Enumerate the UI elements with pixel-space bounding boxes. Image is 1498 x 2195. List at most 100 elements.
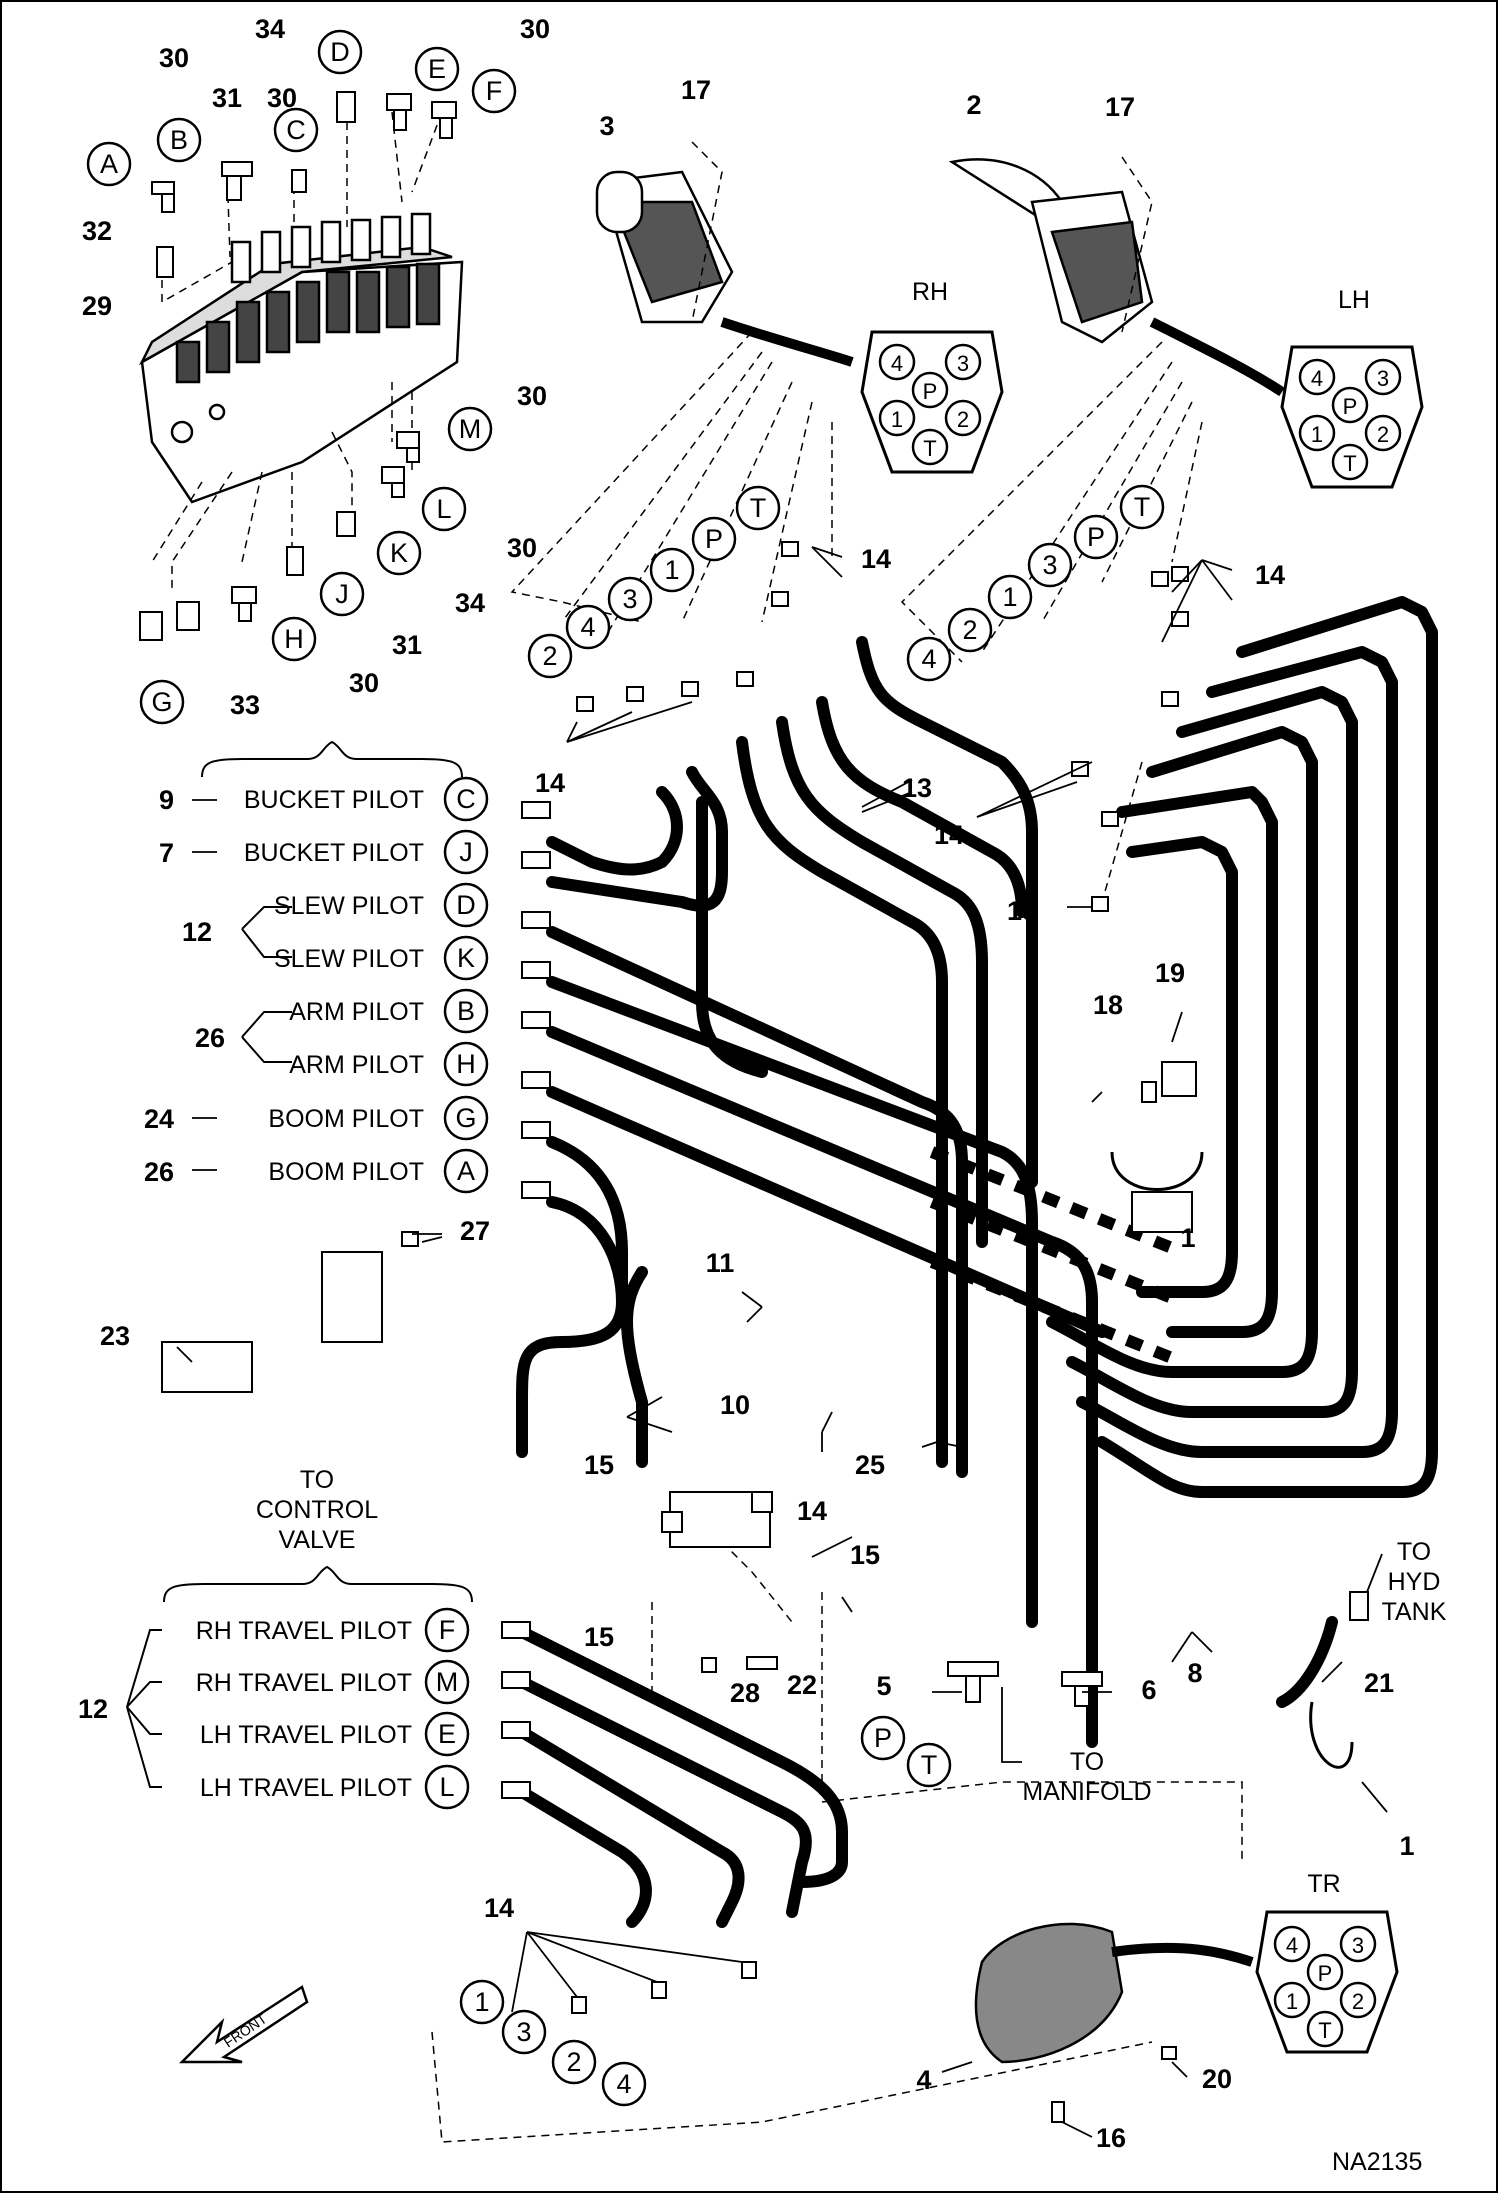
pilot-port-a-text: A: [457, 1156, 475, 1186]
rh-connector-pin-1-ring: [944, 343, 982, 381]
callout-n34a: 34: [255, 14, 285, 44]
travel-label-2: LH TRAVEL PILOT: [200, 1721, 412, 1749]
tr-connector-pin-1: 3: [1339, 1925, 1377, 1963]
valve-port-k: K: [376, 530, 422, 576]
lh-connector-pin-5: T: [1331, 443, 1369, 481]
rh-hose-port-4-ring: [691, 516, 737, 562]
pilot-label-6: BOOM PILOT: [268, 1105, 424, 1133]
rh-hose-port-1-ring: [565, 604, 611, 650]
tr-hose-port-0-text: 1: [474, 1987, 489, 2017]
fittings: [501, 801, 1103, 1799]
lh-hose-port-2: 1: [987, 574, 1033, 620]
callout-n14d: 14: [934, 820, 964, 850]
valve-port-h-ring: [271, 616, 317, 662]
lh-hose-port-3: 3: [1027, 542, 1073, 588]
rh-connector-pin-0: 4: [878, 343, 916, 381]
travel-port-f: F: [424, 1607, 470, 1653]
callout-n31a: 31: [212, 83, 242, 113]
pilot-port-c: C: [443, 776, 489, 822]
pilot-port-a-ring: [443, 1148, 489, 1194]
to-manifold-0: TO: [1070, 1748, 1104, 1776]
tr-connector-label: TR: [1307, 1870, 1340, 1898]
rh-connector-pin-3-ring: [878, 399, 916, 437]
travel-label-3: LH TRAVEL PILOT: [200, 1774, 412, 1802]
rh-connector-pin-4-ring: [944, 399, 982, 437]
rh-connector-pin-2-ring: [911, 371, 949, 409]
callout-n31b: 31: [392, 630, 422, 660]
lh-hose-port-5: T: [1119, 484, 1165, 530]
callout-n6: 6: [1141, 1675, 1156, 1705]
pilot-label-1: BUCKET PILOT: [244, 839, 424, 867]
callout-n32: 32: [82, 216, 112, 246]
valve-port-e-text: E: [428, 54, 446, 84]
lh-hose-port-2-text: 1: [1002, 582, 1017, 612]
lh-connector-pin-3-text: 1: [1311, 422, 1323, 447]
rh-joystick: [595, 141, 854, 367]
callout-n15c: 15: [850, 1540, 880, 1570]
valve-port-b-text: B: [170, 125, 188, 155]
callout-n14a: 14: [861, 544, 891, 574]
pilot-port-c-ring: [443, 776, 489, 822]
callout-n30a: 30: [159, 43, 189, 73]
lh-connector-pin-2-text: P: [1343, 394, 1358, 419]
clamps: [1110, 1151, 1354, 1769]
rh-connector-pin-3: 1: [878, 399, 916, 437]
callout-n16: 16: [1096, 2123, 1126, 2153]
travel-port-l: L: [424, 1764, 470, 1810]
travel-label-1: RH TRAVEL PILOT: [196, 1669, 412, 1697]
tr-connector-pin-5: T: [1306, 2010, 1344, 2048]
lh-connector-pin-5-text: T: [1343, 451, 1356, 476]
callout-n15d: 15: [584, 1622, 614, 1652]
callout-n34b: 34: [455, 588, 485, 618]
callout-n2: 2: [966, 90, 981, 120]
callout-n27: 27: [460, 1216, 490, 1246]
travel-port-e-text: E: [438, 1719, 456, 1749]
pilot-port-b: B: [443, 988, 489, 1034]
callout-n4: 4: [916, 2065, 931, 2095]
pilot-label-5: ARM PILOT: [289, 1051, 424, 1079]
lh-hose-port-0: 4: [906, 636, 952, 682]
valve-port-h: H: [271, 616, 317, 662]
lh-connector-pin-1-ring: [1364, 358, 1402, 396]
rh-connector-pin-2-text: P: [923, 379, 938, 404]
pt-port-t: T: [906, 1742, 952, 1788]
callout-n14f: 14: [484, 1893, 514, 1923]
valve-port-a: A: [86, 141, 132, 187]
valve-port-l-text: L: [436, 494, 451, 524]
tr-connector-pin-0: 4: [1273, 1925, 1311, 1963]
group-num-arm: 26: [195, 1023, 225, 1053]
callout-n1a: 1: [1180, 1223, 1195, 1253]
pt-port-t-text: T: [921, 1750, 938, 1780]
callout-n13: 13: [902, 773, 932, 803]
tr-connector-pin-2: P: [1306, 1953, 1344, 1991]
callout-n30e: 30: [349, 668, 379, 698]
valve-port-e: E: [414, 46, 460, 92]
tr-hose-port-1: 3: [501, 2009, 547, 2055]
pilot-port-j-ring: [443, 829, 489, 875]
rh-connector-pin-0-text: 4: [891, 351, 903, 376]
pilot-num-7: 26: [144, 1157, 174, 1187]
lh-connector-pin-2: P: [1331, 386, 1369, 424]
lh-connector-pin-4-ring: [1364, 414, 1402, 452]
rh-connector-pin-4-text: 2: [957, 407, 969, 432]
pilot-port-a: A: [443, 1148, 489, 1194]
rh-connector-pin-5: T: [911, 428, 949, 466]
tr-connector-pin-5-ring: [1306, 2010, 1344, 2048]
rh-hose-port-0-text: 2: [542, 641, 557, 671]
pilot-num-6: 24: [144, 1104, 174, 1134]
rh-hose-port-0-ring: [527, 633, 573, 679]
rh-connector-pin-5-ring: [911, 428, 949, 466]
callout-n21: 21: [1364, 1668, 1394, 1698]
lh-connector-pin-1: 3: [1364, 358, 1402, 396]
callout-n11: 11: [706, 1248, 735, 1278]
travel-joystick: [974, 1922, 1254, 2064]
callout-n3: 3: [599, 111, 614, 141]
lh-connector-pin-3: 1: [1298, 414, 1336, 452]
callout-n30d: 30: [507, 533, 537, 563]
rh-hose-port-3-text: 1: [664, 555, 679, 585]
pilot-port-k-ring: [443, 935, 489, 981]
lh-hose-port-1-text: 2: [962, 615, 977, 645]
